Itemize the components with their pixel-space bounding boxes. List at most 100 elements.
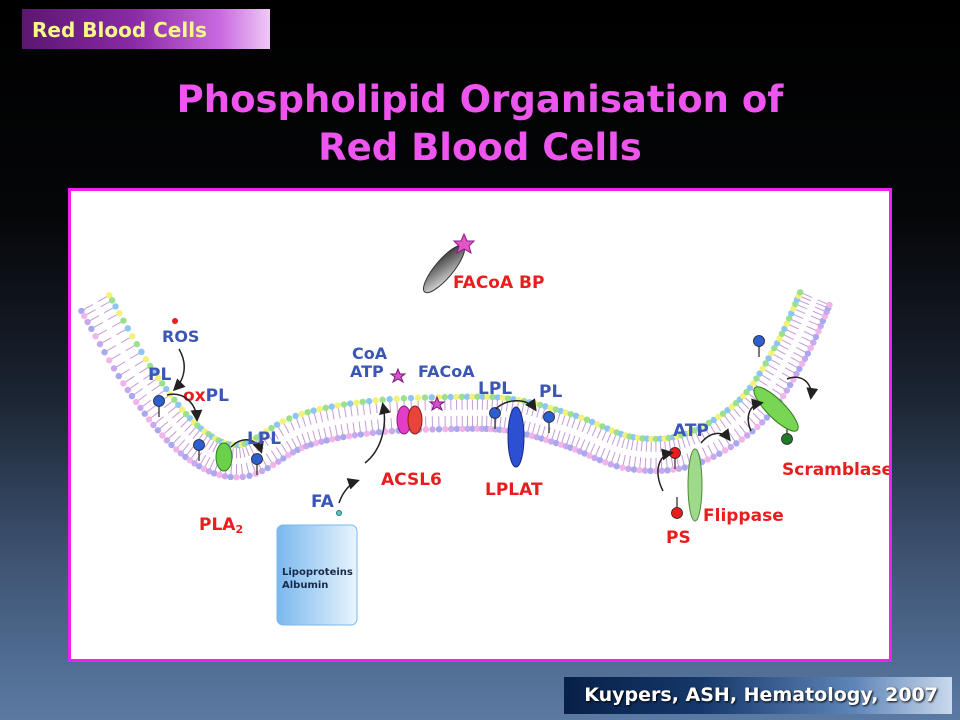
lipid-head [179,406,186,413]
lipid-head [221,473,229,480]
lipid-head [744,432,751,439]
lipid-head [719,410,727,417]
pla2-label: PLA2 [199,515,243,536]
lipid-head [258,467,266,475]
coa-label: CoA [352,344,388,363]
lipid-head [84,318,91,326]
lipid-head [340,433,347,441]
lipid-head [542,403,549,410]
lipid-head [504,395,512,402]
lipid-head [106,357,113,364]
lipid-head [246,472,253,479]
lipid-head [101,349,108,356]
lipid-head [132,398,140,406]
lipid-head [562,409,570,416]
pl-mid-label: PL [539,382,562,402]
lipid-head [788,310,795,317]
lipid-head [552,439,560,447]
lipid-head [328,403,335,410]
albumin-label: Albumin [282,580,328,591]
acsl6-enzyme-red [407,405,423,435]
lipid-head [543,436,550,444]
lipid-head [607,461,615,468]
lipid-head [753,375,760,382]
lipid-head [435,426,443,433]
fa-molecule [336,510,342,516]
lplat-arrow [495,398,537,412]
lipid-head [128,392,136,400]
lipid-head [817,322,824,330]
membrane-diagram: FACoA BP ROS PL oxPL LPL PLA2 CoA ATP FA… [78,232,889,626]
lipid-head [92,333,99,340]
lipid-head [318,438,325,445]
lipid-head [771,344,778,352]
atp-right-label: ATP [673,421,709,441]
lipid-head [264,464,271,472]
lipid-head [547,404,554,412]
ros-arrow [172,348,186,392]
lipid-head [759,365,766,372]
lipid-head [120,317,127,324]
phospholipid-head [669,447,681,459]
lipid-head [750,380,757,387]
lipid-head [372,397,379,404]
slide-title: Phospholipid Organisation of Red Blood C… [0,76,960,172]
lipid-head [154,427,162,434]
lipid-head [108,297,116,304]
lipid-head [536,401,544,409]
lipid-head [357,431,364,438]
lipid-head [778,330,786,337]
lipid-head [799,360,806,367]
scramblase-arrow-out [786,376,819,400]
phospholipid-head [781,433,793,445]
lipid-head [464,393,471,400]
lipid-head [552,406,559,413]
lipid-head [641,467,649,474]
coa-arrow [364,402,391,464]
lipid-head [804,350,812,357]
lipid-head [696,424,703,432]
lipid-head [322,404,329,412]
lipid-head [801,355,809,362]
lipid-head [323,437,331,444]
lipid-head [145,416,153,423]
phospholipid-head [543,411,555,423]
lipid-head [129,333,136,340]
lipid-head [159,380,166,387]
oxpl-label: oxPL [183,386,229,406]
phospholipid-head [193,439,205,451]
lipid-head [262,428,270,435]
lipid-head [599,423,606,430]
lipid-head [177,450,185,457]
lipid-head [447,393,454,401]
lipid-head [137,404,144,412]
lipid-head [110,365,118,372]
lipid-head [759,419,766,426]
lipid-head [453,425,461,433]
lipid-head [459,425,466,433]
lipid-head [783,320,791,327]
lipid-head [780,392,787,400]
section-tag: Red Blood Cells [22,9,270,49]
lipid-head [594,420,601,428]
lipid-head [106,291,113,299]
lipid-head [754,423,761,431]
section-tag-label: Red Blood Cells [32,18,207,42]
lipid-head [746,384,754,391]
lipid-head [363,430,370,437]
facoa-label: FACoA [418,362,475,381]
lipid-head [630,466,638,473]
lipid-head [458,393,466,401]
lipid-head [369,429,377,437]
lipid-head [768,349,775,357]
lipid-head [252,470,260,477]
phospholipid-head [489,407,501,419]
lipid-head [227,473,234,481]
lpl-mid-label: LPL [478,379,512,399]
pla2-enzyme [215,442,233,472]
lipid-head [567,410,575,418]
lipid-head [142,356,150,363]
lipid-head [675,465,683,472]
lipid-head [489,393,496,401]
lipid-head [499,394,507,402]
